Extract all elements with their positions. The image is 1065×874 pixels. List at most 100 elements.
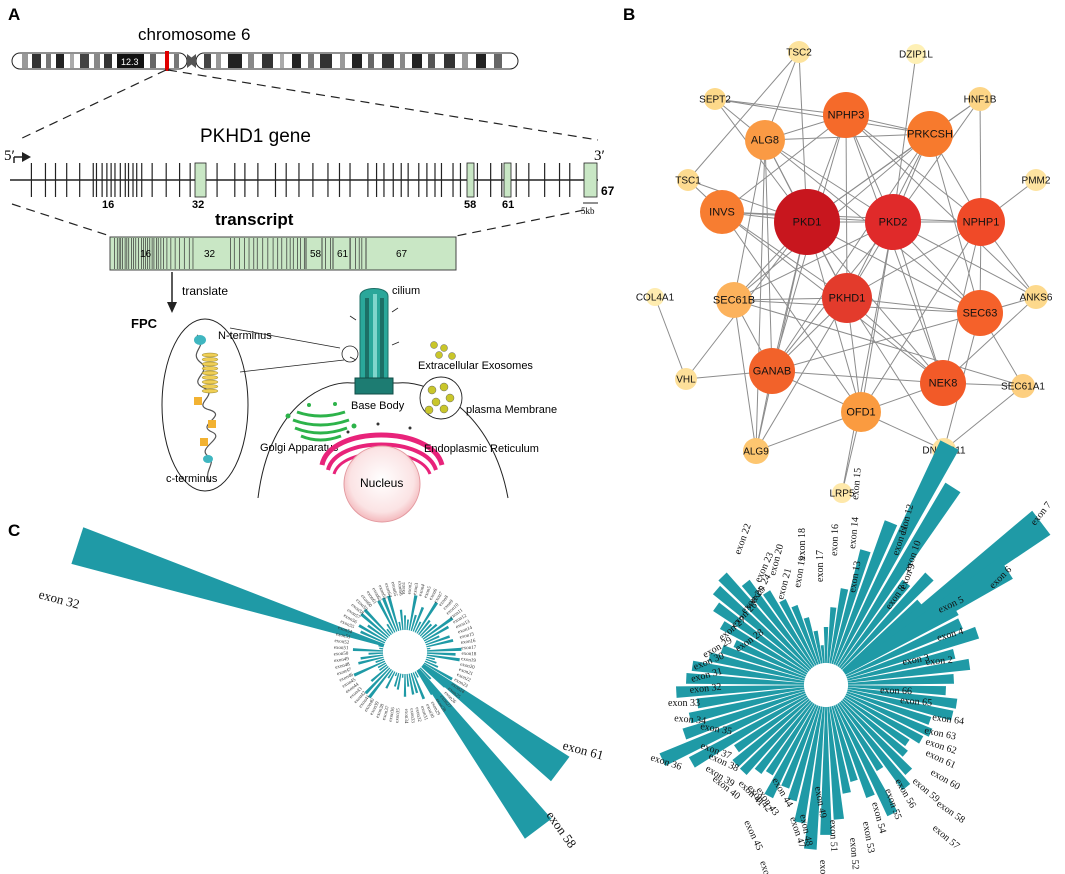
node-circle xyxy=(920,360,966,406)
left-radial-bar xyxy=(419,623,433,637)
left-radial-bar xyxy=(386,628,392,636)
helix-coil xyxy=(201,370,219,376)
left-radial-bar xyxy=(423,625,450,642)
left-small-label: exon32 xyxy=(414,707,422,723)
right-label-exon-45: exon 45 xyxy=(741,819,764,853)
left-radial-hole xyxy=(383,630,427,674)
network-node-pkd1: PKD1 xyxy=(774,189,840,255)
left-radial-bar xyxy=(379,664,388,671)
node-circle xyxy=(822,273,872,323)
right-radial-bar xyxy=(682,691,806,740)
left-small-label: exon62 xyxy=(371,587,382,603)
right-radial-bar xyxy=(845,618,963,677)
network-edge-PKHD1-DNAJB11 xyxy=(846,297,945,451)
network-node-tsc2: TSC2 xyxy=(786,41,812,63)
right-radial-bar xyxy=(781,705,819,789)
cilium-icon xyxy=(349,288,400,395)
network-edge-NPHP1-OFD1 xyxy=(860,221,982,413)
panel-label-c: C xyxy=(8,521,20,540)
network-edge-SEC61B-SEC61A1 xyxy=(733,299,1024,387)
transcript-exon-58: 58 xyxy=(310,249,322,260)
right-label-exon-32: exon 32 xyxy=(689,682,722,696)
right-label-exon-2: exon 2 xyxy=(925,655,953,668)
right-radial-bar xyxy=(779,599,817,666)
left-small-label: exon36 xyxy=(389,707,397,723)
right-radial-bar xyxy=(718,572,812,670)
left-small-label: exon53 xyxy=(335,632,351,640)
right-radial-bar xyxy=(791,604,819,665)
right-label-exon-33: exon 33 xyxy=(668,698,700,709)
network-edge-PKD2-DZIP1L xyxy=(892,53,917,223)
node-circle xyxy=(957,290,1003,336)
left-small-label: exon1 xyxy=(402,581,407,594)
chromosome-title: chromosome 6 xyxy=(138,25,250,44)
network-node-sec61b: SEC61B xyxy=(713,282,755,318)
right-label-exon-58: exon 58 xyxy=(934,798,966,825)
node-circle xyxy=(716,282,752,318)
chromosome-band xyxy=(382,54,394,68)
helix-coil xyxy=(201,388,219,394)
left-radial-bar xyxy=(424,635,440,644)
left-radial-bar xyxy=(377,600,396,633)
right-radial-bar xyxy=(712,585,810,672)
right-radial-bar xyxy=(829,588,849,664)
network-edge-PRKCSH-SEC63 xyxy=(929,133,981,314)
left-radial-bar xyxy=(364,667,391,695)
left-radial-bar xyxy=(352,648,384,652)
node-label-sec61b: SEC61B xyxy=(713,295,755,307)
chromosome-band xyxy=(174,54,179,68)
right-label-exon-34: exon 34 xyxy=(674,713,707,727)
node-circle xyxy=(832,483,852,503)
nucleus-icon xyxy=(343,445,421,523)
network-edge-PKD2-NEK8 xyxy=(892,221,944,384)
right-radial-bar xyxy=(847,649,956,681)
left-radial-bar xyxy=(353,660,386,677)
network-node-alg9: ALG9 xyxy=(743,438,769,464)
network-edge-NPHP3-INVS xyxy=(721,114,847,213)
left-radial-bar xyxy=(360,630,386,644)
chromosome-band xyxy=(444,54,455,68)
left-radial-bar xyxy=(414,671,419,678)
node-circle xyxy=(646,288,664,306)
network-node-anks6: ANKS6 xyxy=(1020,285,1053,309)
node-label-sept2: SEPT2 xyxy=(699,95,731,106)
chromosome-band xyxy=(494,54,502,68)
node-label-ofd1: OFD1 xyxy=(846,407,875,419)
network-node-alg8: ALG8 xyxy=(745,120,785,160)
chromosome-band xyxy=(32,54,41,68)
network-edge-PKD2-LRP5 xyxy=(841,221,894,494)
right-label-exon-65: exon 65 xyxy=(900,695,933,709)
right-label-exon-57: exon 57 xyxy=(930,823,962,852)
transcript-bar xyxy=(109,236,457,271)
transcript-exon-16: 16 xyxy=(140,249,152,260)
left-small-label: exon55 xyxy=(339,620,355,631)
chromosome-ideogram: 12.3 xyxy=(11,51,519,71)
left-small-label: exon21 xyxy=(458,668,474,678)
node-circle xyxy=(1025,169,1047,191)
node-label-pkhd1: PKHD1 xyxy=(829,293,866,305)
network-edge-DNAJB11-SEC61A1 xyxy=(943,385,1024,451)
left-radial-bar xyxy=(385,671,396,689)
right-radial-bar xyxy=(696,687,805,709)
left-small-label: exon35 xyxy=(395,708,401,724)
left-small-label: exon50 xyxy=(334,652,349,658)
left-radial-bar xyxy=(377,662,387,669)
left-radial-bar xyxy=(399,609,404,631)
right-radial-bar xyxy=(838,701,911,791)
helix-coil xyxy=(201,357,219,362)
left-radial-bar xyxy=(410,614,417,632)
chromosome-band xyxy=(228,54,242,68)
network-node-col4a1: COL4A1 xyxy=(636,288,675,306)
left-radial-bar xyxy=(358,624,387,642)
right-radial-bar xyxy=(847,658,971,683)
five-prime-label: 5′ xyxy=(4,148,15,164)
gene-exon-16: 16 xyxy=(102,199,114,211)
left-radial-bar xyxy=(363,608,391,637)
right-label-exon-64: exon 64 xyxy=(932,712,965,727)
right-label-exon-15: exon 15 xyxy=(850,467,864,500)
left-radial-bar xyxy=(408,673,415,695)
network-node-prkcsh: PRKCSH xyxy=(907,111,953,157)
translate-label: translate xyxy=(182,284,228,298)
left-radial-bar xyxy=(426,654,460,662)
left-small-label: exon64 xyxy=(383,583,392,599)
